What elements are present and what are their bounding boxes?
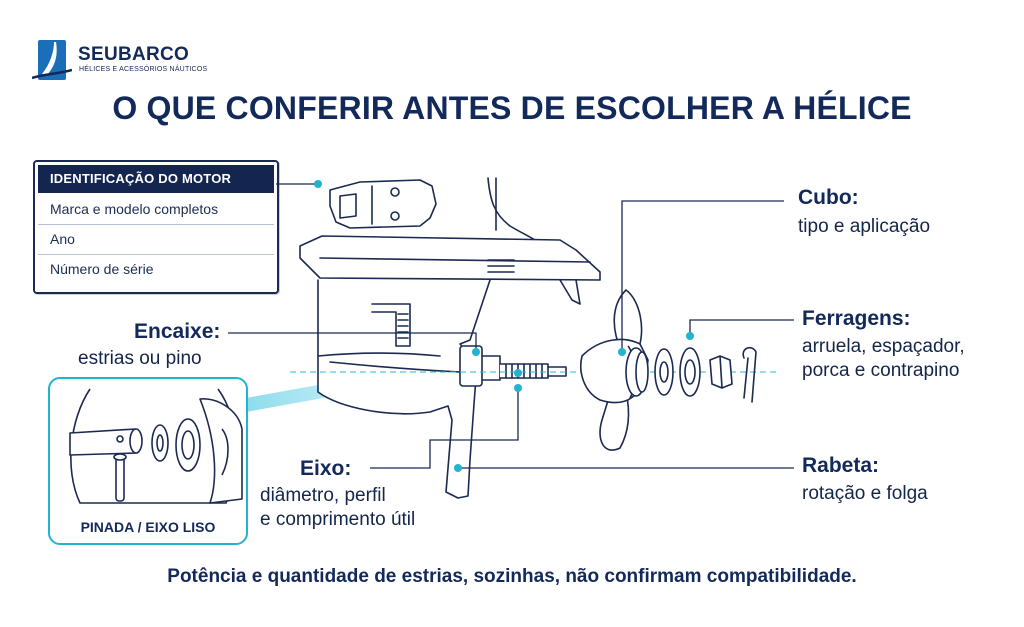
shear-pin-icon xyxy=(69,388,243,504)
callout-encaixe-title: Encaixe: xyxy=(134,320,221,343)
page-title: O QUE CONFERIR ANTES DE ESCOLHER A HÉLIC… xyxy=(112,90,912,126)
inset-label: PINADA / EIXO LISO xyxy=(80,519,216,535)
engine-id-row: Ano xyxy=(38,225,274,255)
callout-rabeta-desc: rotação e folga xyxy=(802,483,928,504)
cotter-pin-icon xyxy=(742,346,757,403)
callout-cubo-title: Cubo: xyxy=(798,186,859,209)
washer-icon xyxy=(654,347,701,397)
nut-icon xyxy=(709,355,733,389)
inset-pinned-shaft: PINADA / EIXO LISO xyxy=(48,377,248,545)
callout-eixo-title: Eixo: xyxy=(300,457,352,480)
callout-ferragens-desc-line2: porca e contrapino xyxy=(802,360,960,381)
engine-id-row: Número de série xyxy=(50,261,154,277)
engine-id-card: IDENTIFICAÇÃO DO MOTOR Marca e modelo co… xyxy=(33,160,279,294)
callout-ferragens-title: Ferragens: xyxy=(802,307,911,330)
callout-eixo-desc-line1: diâmetro, perfil xyxy=(260,485,386,506)
sail-logo-icon xyxy=(32,40,72,80)
propeller-icon xyxy=(580,289,649,451)
callout-ferragens-desc-line1: arruela, espaçador, xyxy=(802,336,965,357)
brand-name: SEUBARCO xyxy=(78,44,190,65)
callout-eixo-desc-line2: e comprimento útil xyxy=(260,509,416,530)
brand-tagline: HÉLICES E ACESSÓRIOS NÁUTICOS xyxy=(79,66,208,73)
callout-cubo-desc: tipo e aplicação xyxy=(798,216,931,237)
callout-rabeta-title: Rabeta: xyxy=(802,454,880,477)
footer-note: Potência e quantidade de estrias, sozinh… xyxy=(167,566,857,587)
engine-id-header: IDENTIFICAÇÃO DO MOTOR xyxy=(38,165,274,193)
engine-id-row: Marca e modelo completos xyxy=(38,195,274,225)
callout-encaixe-desc: estrias ou pino xyxy=(78,348,202,369)
